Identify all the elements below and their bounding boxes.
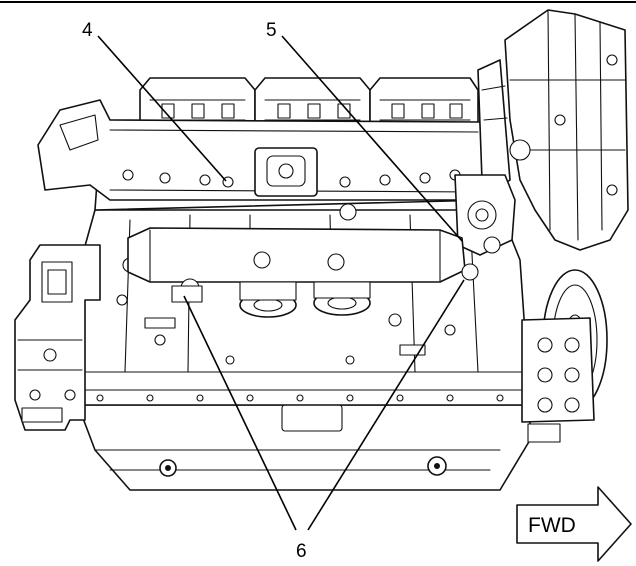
fwd-label: FWD (528, 514, 576, 537)
leader-6a (183, 295, 297, 531)
flywheel-housing (14, 244, 101, 431)
oil-cooler (127, 227, 479, 318)
oil-pan (77, 404, 531, 491)
fwd-arrow-shape (516, 486, 632, 562)
leader-4 (97, 35, 227, 182)
callout-4: 4 (82, 20, 93, 41)
front-mount-bracket (521, 317, 595, 443)
front-housing (477, 9, 629, 251)
leader-lines (97, 35, 465, 531)
leader-6b (307, 279, 465, 531)
callout-5: 5 (266, 20, 277, 41)
callout-6: 6 (296, 541, 307, 562)
thermostat-housing (454, 174, 516, 256)
fwd-arrow: FWD (516, 486, 632, 562)
leader-5 (281, 35, 463, 242)
